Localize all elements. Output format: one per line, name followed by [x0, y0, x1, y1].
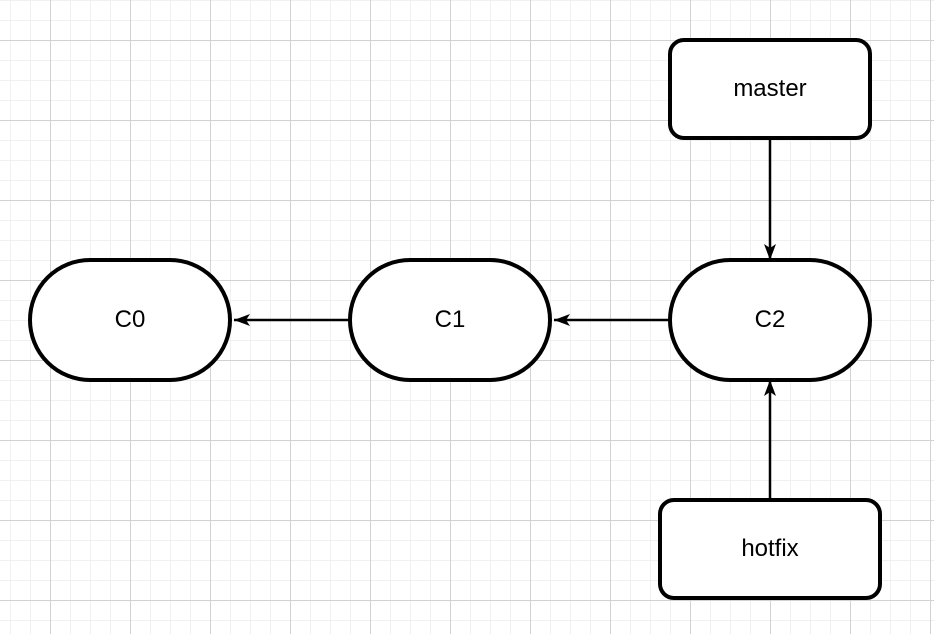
commit-node-c1[interactable]: C1 [348, 258, 552, 382]
commit-node-c0-label: C0 [114, 306, 146, 333]
commit-node-c1-label: C1 [434, 306, 466, 333]
branch-node-master-label: master [733, 75, 807, 102]
branch-node-master[interactable]: master [668, 38, 872, 140]
commit-node-c2[interactable]: C2 [668, 258, 872, 382]
commit-node-c2-label: C2 [754, 306, 786, 333]
commit-node-c0[interactable]: C0 [28, 258, 232, 382]
branch-node-hotfix[interactable]: hotfix [658, 498, 882, 600]
branch-node-hotfix-label: hotfix [741, 535, 799, 562]
